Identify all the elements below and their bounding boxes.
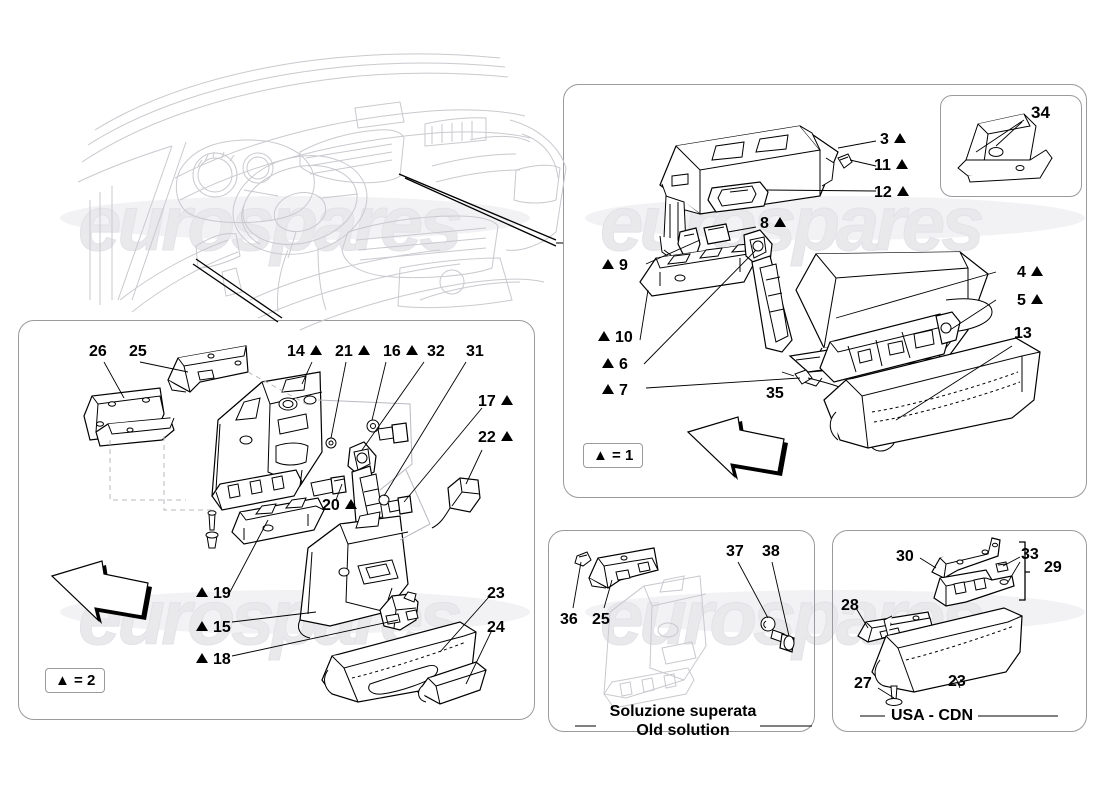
triangle-marker — [1030, 294, 1043, 304]
label-26: 26 — [89, 343, 107, 360]
label-38: 38 — [762, 543, 780, 560]
triangle-marker — [773, 217, 786, 227]
label-22: 22 — [478, 430, 513, 446]
label-12: 12 — [874, 185, 909, 201]
label-36: 36 — [560, 611, 578, 628]
triangle-marker — [602, 384, 614, 394]
panel-old-solution-frame — [548, 530, 815, 732]
triangle-marker — [405, 345, 418, 355]
caption-english: Old solution — [636, 721, 730, 739]
label-25-old: 25 — [592, 611, 610, 628]
usa-cdn-caption: USA - CDN — [890, 707, 974, 724]
panel-inset-34-frame — [940, 95, 1082, 197]
triangle-marker — [602, 259, 614, 269]
panel-main-frame — [563, 84, 1087, 498]
label-20: 20 — [322, 498, 357, 514]
triangle-marker — [895, 159, 908, 169]
label-10: 10 — [598, 330, 633, 346]
triangle-marker — [309, 345, 322, 355]
caption-italian: Soluzione superata — [609, 703, 757, 720]
label-27: 27 — [854, 675, 872, 692]
panel-left-frame — [18, 320, 535, 720]
triangle-marker — [500, 395, 513, 405]
label-30: 30 — [896, 548, 914, 565]
triangle-marker — [196, 653, 208, 663]
legend-key-2: ▲ = 2 — [45, 668, 106, 693]
old-solution-caption: Soluzione superata Old solution — [598, 703, 768, 741]
triangle-marker — [500, 431, 513, 441]
label-7: 7 — [602, 383, 628, 399]
label-24: 24 — [487, 619, 505, 636]
label-4: 4 — [1017, 265, 1043, 281]
label-25: 25 — [129, 343, 147, 360]
legend-key-1: ▲ = 1 — [583, 443, 644, 468]
label-17: 17 — [478, 394, 513, 410]
label-23-usa: 23 — [948, 673, 966, 690]
label-13: 13 — [1014, 325, 1032, 342]
watermark-text: eurospares — [78, 179, 464, 268]
label-29: 29 — [1044, 559, 1062, 576]
label-16: 16 — [383, 344, 418, 360]
triangle-marker — [196, 621, 208, 631]
label-3: 3 — [880, 132, 906, 148]
triangle-marker — [893, 133, 906, 143]
label-23-left: 23 — [487, 585, 505, 602]
label-11: 11 — [874, 158, 908, 174]
triangle-marker — [357, 345, 370, 355]
label-19: 19 — [196, 586, 231, 602]
label-18: 18 — [196, 652, 231, 668]
panel-usa-cdn-frame — [832, 530, 1087, 732]
label-14: 14 — [287, 344, 322, 360]
label-9: 9 — [602, 258, 628, 274]
label-34: 34 — [1031, 103, 1050, 122]
label-31: 31 — [466, 343, 484, 360]
label-8: 8 — [760, 216, 786, 232]
label-5: 5 — [1017, 293, 1043, 309]
label-33: 33 — [1021, 546, 1039, 563]
triangle-marker — [1030, 266, 1043, 276]
triangle-marker — [896, 186, 909, 196]
label-28: 28 — [841, 597, 859, 614]
label-32: 32 — [427, 343, 445, 360]
label-21: 21 — [335, 344, 370, 360]
triangle-marker — [344, 499, 357, 509]
triangle-marker — [602, 358, 614, 368]
label-35: 35 — [766, 385, 784, 402]
label-6: 6 — [602, 357, 628, 373]
label-37: 37 — [726, 543, 744, 560]
label-15: 15 — [196, 620, 231, 636]
triangle-marker — [196, 587, 208, 597]
triangle-marker — [598, 331, 610, 341]
